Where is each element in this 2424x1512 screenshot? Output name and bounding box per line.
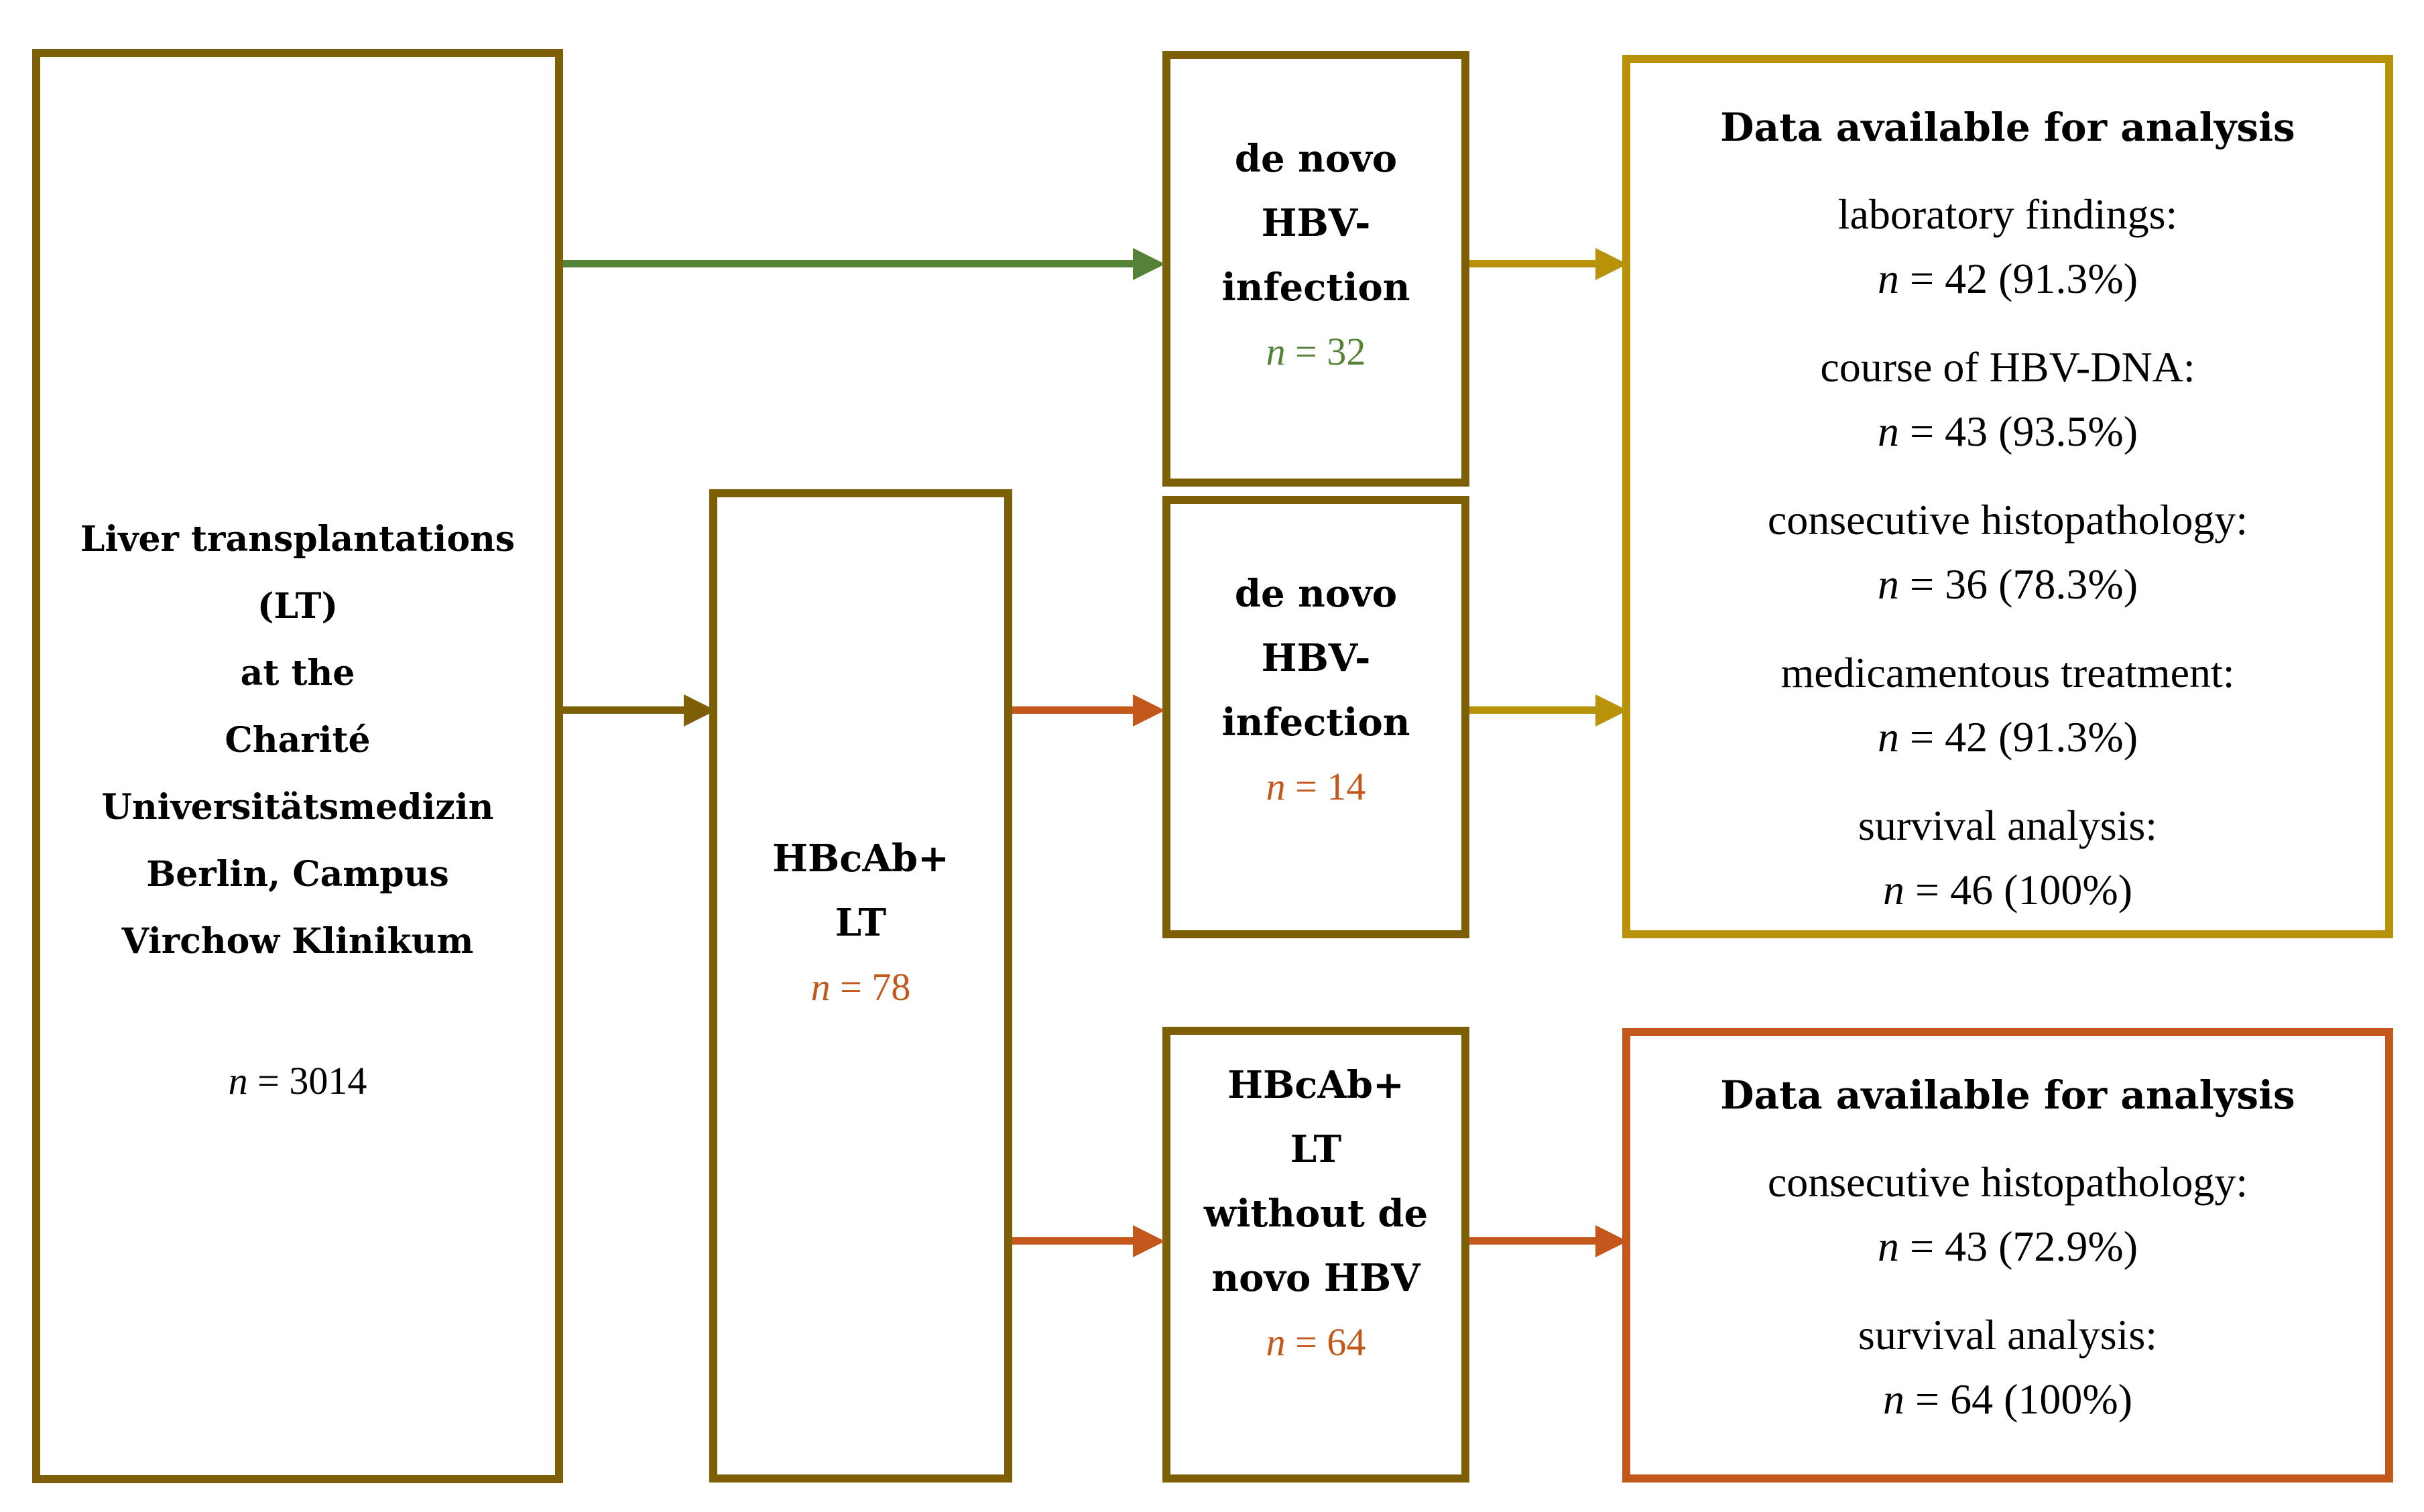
n-symbol: n bbox=[1882, 1375, 1904, 1423]
data-item-value: n = 42 (91.3%) bbox=[1838, 247, 2178, 311]
data-item-label: survival analysis: bbox=[1858, 802, 2158, 849]
data-item-value: n = 46 (100%) bbox=[1858, 858, 2157, 922]
n-value: = 36 (78.3%) bbox=[1898, 560, 2138, 608]
box-title-line: HBV- bbox=[1261, 201, 1371, 245]
n-value: = 46 (100%) bbox=[1904, 866, 2133, 914]
box-title-line: infection bbox=[1221, 700, 1410, 745]
n-count: n = 64 bbox=[1266, 1310, 1366, 1375]
box-title-line: HBcAb+ bbox=[1227, 1063, 1404, 1107]
data-item-value: n = 43 (72.9%) bbox=[1768, 1214, 2248, 1279]
box-title-line: infection bbox=[1221, 265, 1410, 310]
arrow-shaft bbox=[1469, 706, 1601, 714]
box-de-novo-hbv-14: de novo HBV- infection n = 14 bbox=[1162, 496, 1469, 938]
n-symbol: n bbox=[228, 1059, 248, 1102]
box-title-line: novo HBV bbox=[1211, 1256, 1420, 1300]
n-count: n = 78 bbox=[811, 955, 911, 1019]
arrow-without-denovo-to-data-bottom bbox=[1469, 1225, 1628, 1257]
n-value: = 42 (91.3%) bbox=[1898, 713, 2138, 761]
n-symbol: n bbox=[1877, 560, 1899, 608]
data-item-label: consecutive histopathology: bbox=[1767, 1158, 2248, 1206]
data-item-label: laboratory findings: bbox=[1837, 190, 2178, 238]
arrow-denovo14-to-data-top bbox=[1469, 694, 1628, 727]
n-value: = 78 bbox=[830, 965, 911, 1009]
arrow-shaft bbox=[1012, 1237, 1138, 1245]
n-symbol: n bbox=[1877, 407, 1899, 455]
n-value: = 43 (93.5%) bbox=[1898, 407, 2138, 455]
n-symbol: n bbox=[1266, 1320, 1286, 1364]
arrow-hbcab-to-without-denovo bbox=[1012, 1225, 1165, 1257]
n-count: n = 3014 bbox=[229, 1049, 367, 1113]
data-item: survival analysis: n = 46 (100%) bbox=[1858, 794, 2157, 922]
n-value: = 3014 bbox=[247, 1059, 367, 1102]
data-item-label: consecutive histopathology: bbox=[1767, 496, 2248, 544]
data-item-value: n = 64 (100%) bbox=[1858, 1367, 2157, 1432]
n-value: = 43 (72.9%) bbox=[1898, 1222, 2138, 1270]
data-item: laboratory findings: n = 42 (91.3%) bbox=[1838, 182, 2178, 311]
arrow-lt-to-denovo32 bbox=[563, 248, 1165, 280]
n-symbol: n bbox=[1266, 330, 1286, 373]
arrow-head-icon bbox=[1133, 694, 1165, 727]
arrow-shaft bbox=[563, 260, 1138, 267]
arrow-shaft bbox=[1469, 1237, 1601, 1245]
arrow-head-icon bbox=[1595, 1225, 1628, 1257]
n-count: n = 32 bbox=[1266, 320, 1366, 384]
n-count: n = 14 bbox=[1266, 755, 1366, 819]
n-symbol: n bbox=[1877, 713, 1899, 761]
box-title-line: Liver transplantations bbox=[80, 519, 516, 560]
box-title-line: Charité bbox=[225, 720, 371, 761]
box-title-line: HBcAb+ bbox=[772, 836, 949, 881]
n-symbol: n bbox=[1266, 765, 1286, 808]
n-value: = 14 bbox=[1285, 765, 1366, 808]
box-title-line: LT bbox=[835, 901, 887, 945]
data-box-title: Data available for analysis bbox=[1720, 1072, 2295, 1118]
arrow-shaft bbox=[1012, 706, 1138, 714]
arrow-head-icon bbox=[1595, 248, 1628, 280]
data-item: medicamentous treatment: n = 42 (91.3%) bbox=[1780, 641, 2234, 769]
data-item: consecutive histopathology: n = 43 (72.9… bbox=[1768, 1150, 2248, 1279]
data-item: survival analysis: n = 64 (100%) bbox=[1858, 1303, 2157, 1432]
box-liver-transplantations: Liver transplantations (LT) at the Chari… bbox=[32, 49, 563, 1483]
arrow-head-icon bbox=[1133, 1225, 1165, 1257]
n-value: = 64 (100%) bbox=[1904, 1375, 2133, 1423]
arrow-head-icon bbox=[1595, 694, 1628, 727]
box-title-line: (LT) bbox=[257, 586, 339, 627]
box-title-line: Berlin, Campus bbox=[146, 854, 449, 895]
box-title-line: HBV- bbox=[1261, 636, 1371, 680]
n-symbol: n bbox=[1877, 255, 1899, 302]
n-symbol: n bbox=[1882, 866, 1904, 914]
n-value: = 32 bbox=[1285, 330, 1366, 373]
box-data-analysis-bottom: Data available for analysis consecutive … bbox=[1622, 1028, 2393, 1483]
data-item-value: n = 43 (93.5%) bbox=[1820, 399, 2195, 464]
box-data-analysis-top: Data available for analysis laboratory f… bbox=[1622, 55, 2393, 938]
arrow-hbcab-to-denovo14 bbox=[1012, 694, 1165, 727]
arrow-shaft bbox=[563, 706, 689, 714]
box-title-line: Virchow Klinikum bbox=[121, 921, 474, 962]
data-item-value: n = 36 (78.3%) bbox=[1768, 552, 2248, 617]
box-de-novo-hbv-32: de novo HBV- infection n = 32 bbox=[1162, 51, 1469, 487]
n-symbol: n bbox=[810, 965, 831, 1009]
data-item: course of HBV-DNA: n = 43 (93.5%) bbox=[1820, 335, 2195, 464]
arrow-head-icon bbox=[684, 694, 716, 727]
box-hbcab-lt-without-de-novo-hbv: HBcAb+ LT without de novo HBV n = 64 bbox=[1162, 1027, 1469, 1483]
data-item-label: medicamentous treatment: bbox=[1780, 649, 2235, 696]
arrow-head-icon bbox=[1133, 248, 1165, 280]
data-item-value: n = 42 (91.3%) bbox=[1780, 705, 2234, 769]
data-item-label: course of HBV-DNA: bbox=[1820, 343, 2195, 391]
box-title-line: LT bbox=[1290, 1127, 1342, 1172]
data-box-title: Data available for analysis bbox=[1720, 105, 2295, 150]
box-title-line: at the bbox=[240, 653, 355, 694]
box-hbcab-lt: HBcAb+ LT n = 78 bbox=[709, 489, 1012, 1483]
n-value: = 64 bbox=[1285, 1320, 1366, 1364]
box-title-line: de novo bbox=[1234, 137, 1398, 181]
arrow-shaft bbox=[1469, 260, 1601, 267]
box-title-line: Universitätsmedizin bbox=[101, 787, 494, 828]
arrow-lt-to-hbcab bbox=[563, 694, 716, 727]
data-item: consecutive histopathology: n = 36 (78.3… bbox=[1768, 488, 2248, 617]
box-title-line: without de bbox=[1203, 1192, 1429, 1236]
n-symbol: n bbox=[1877, 1222, 1899, 1270]
n-value: = 42 (91.3%) bbox=[1898, 255, 2138, 302]
arrow-denovo32-to-data-top bbox=[1469, 248, 1628, 280]
data-item-label: survival analysis: bbox=[1858, 1311, 2158, 1359]
box-title-line: de novo bbox=[1234, 572, 1398, 616]
